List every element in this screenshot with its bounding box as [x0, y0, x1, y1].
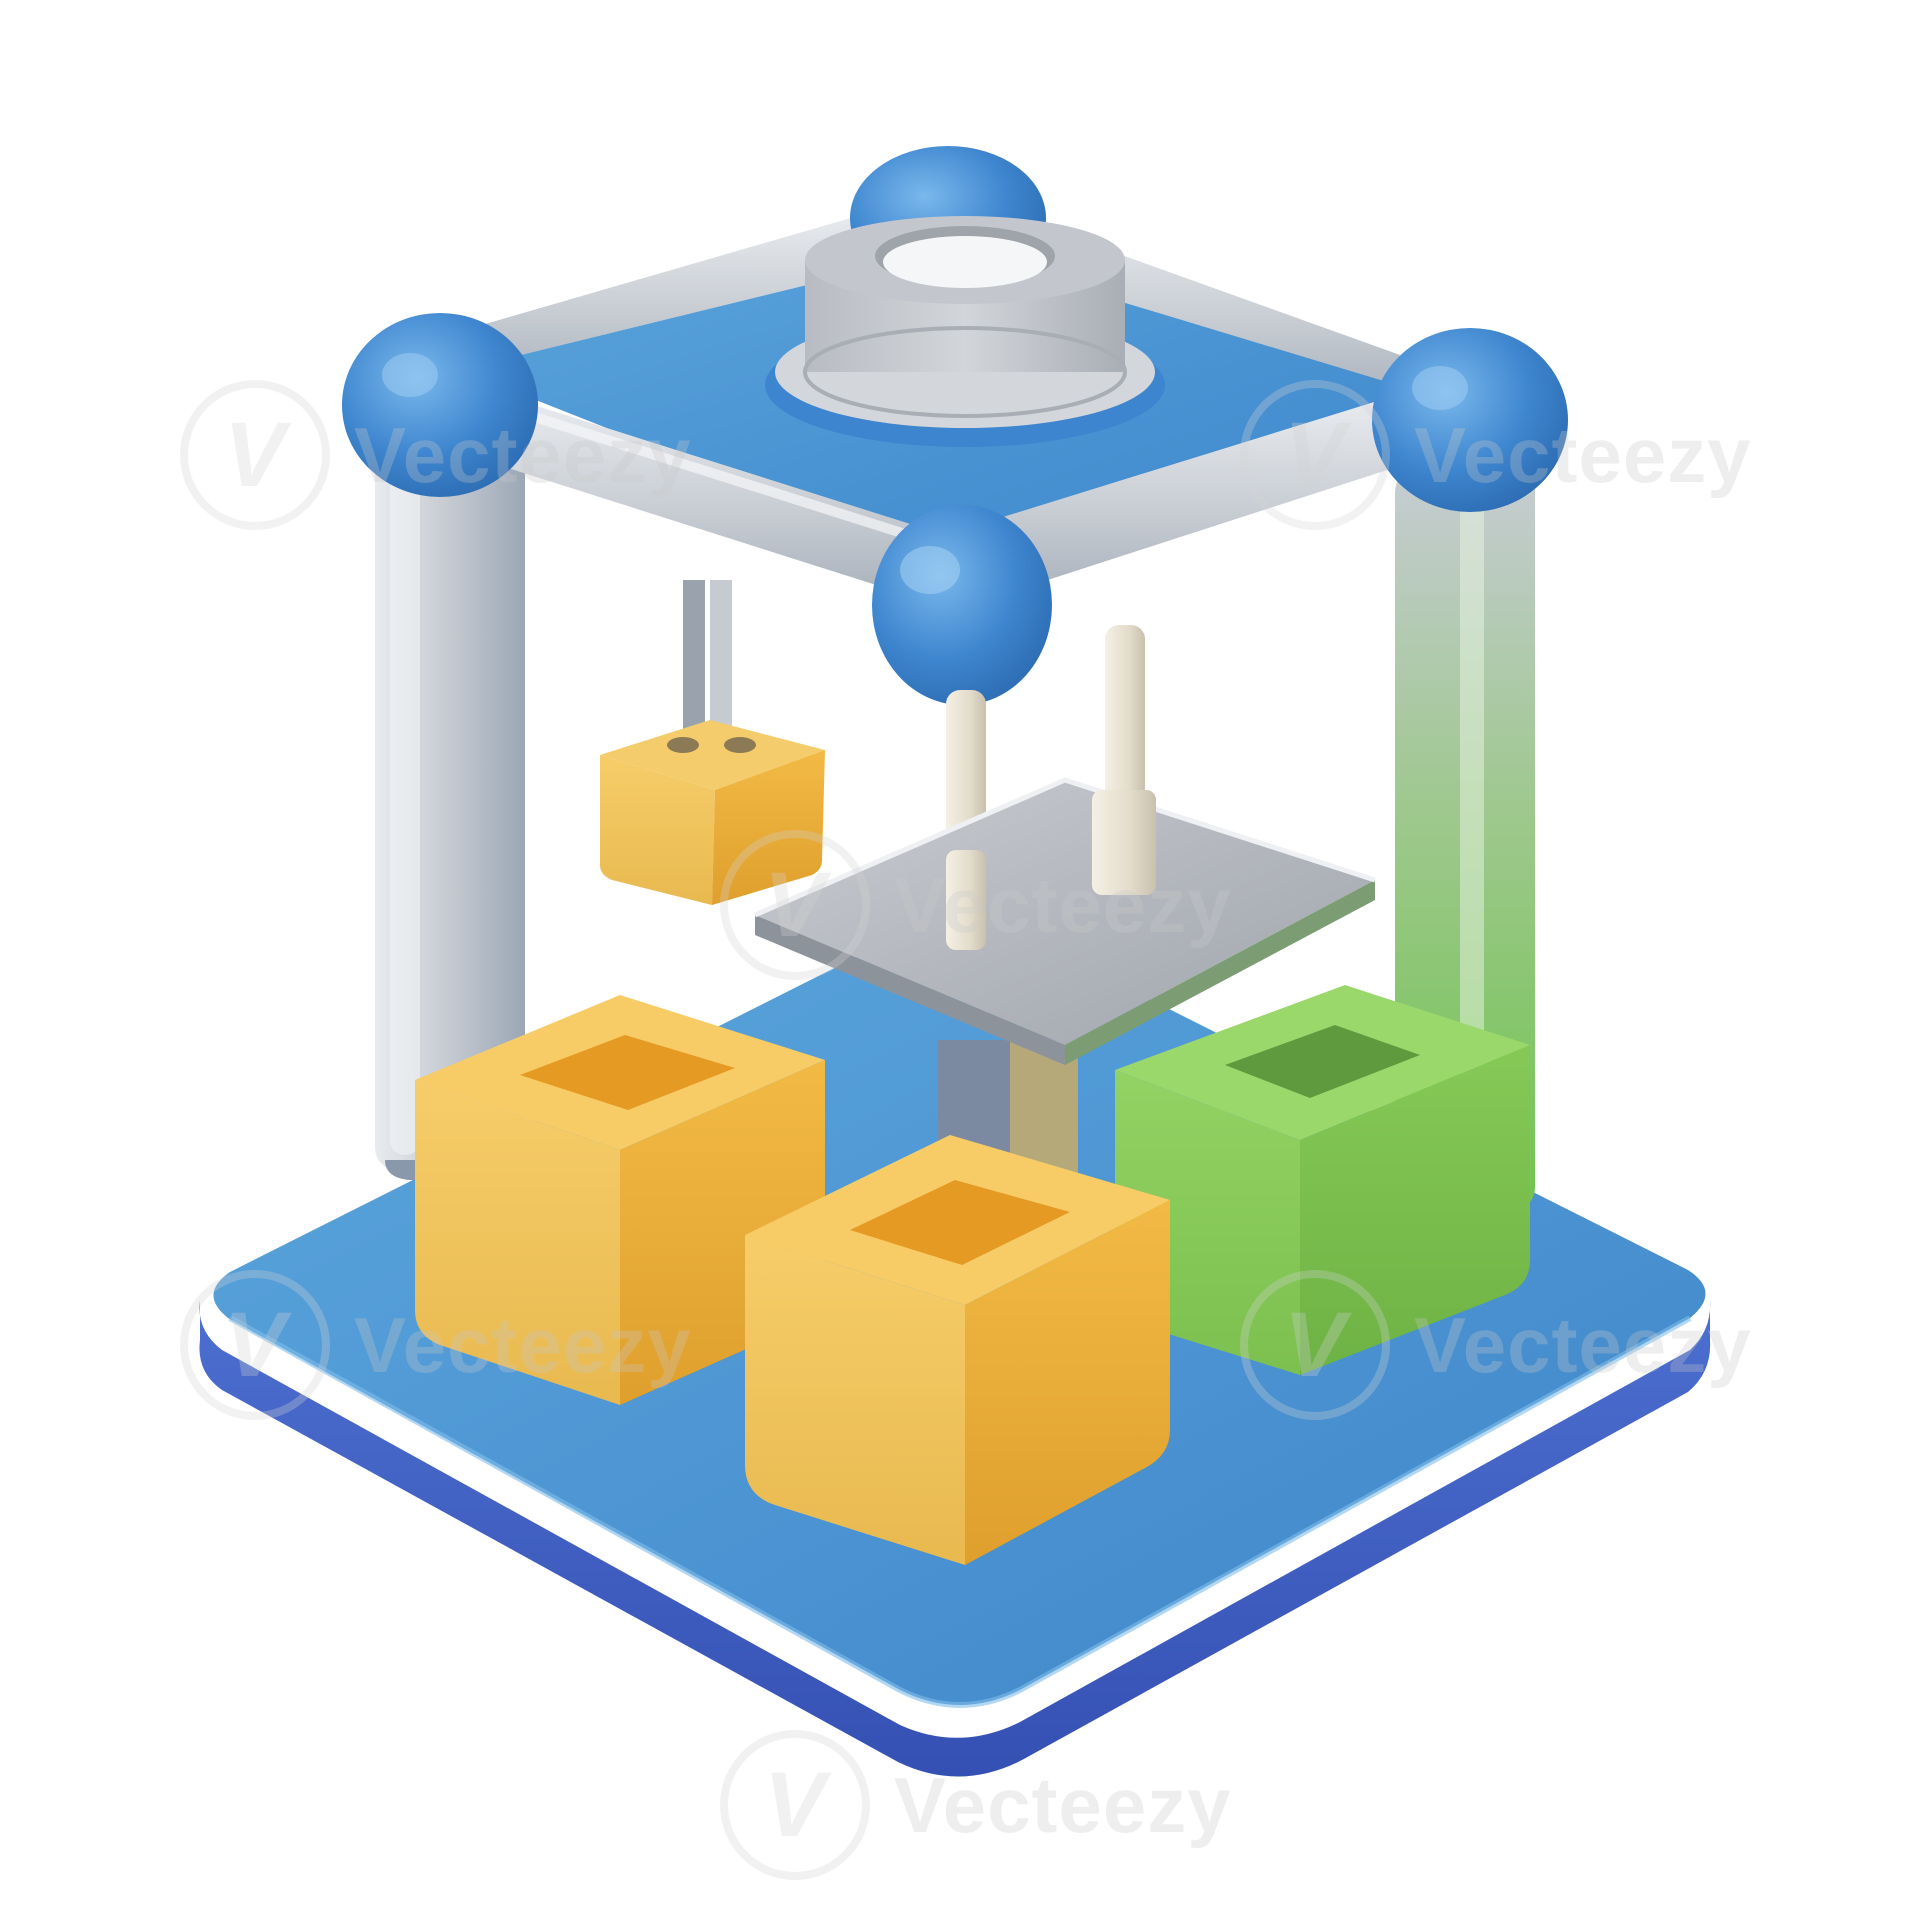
front-frame: [445, 380, 1455, 610]
front-joint: [872, 505, 1052, 760]
frame-joints: [342, 313, 1568, 512]
hanging-yellow-cube: [600, 720, 825, 905]
build-plate: [754, 777, 1376, 1220]
print-head: [765, 216, 1165, 447]
yellow-cube-front: [745, 1135, 1170, 1565]
